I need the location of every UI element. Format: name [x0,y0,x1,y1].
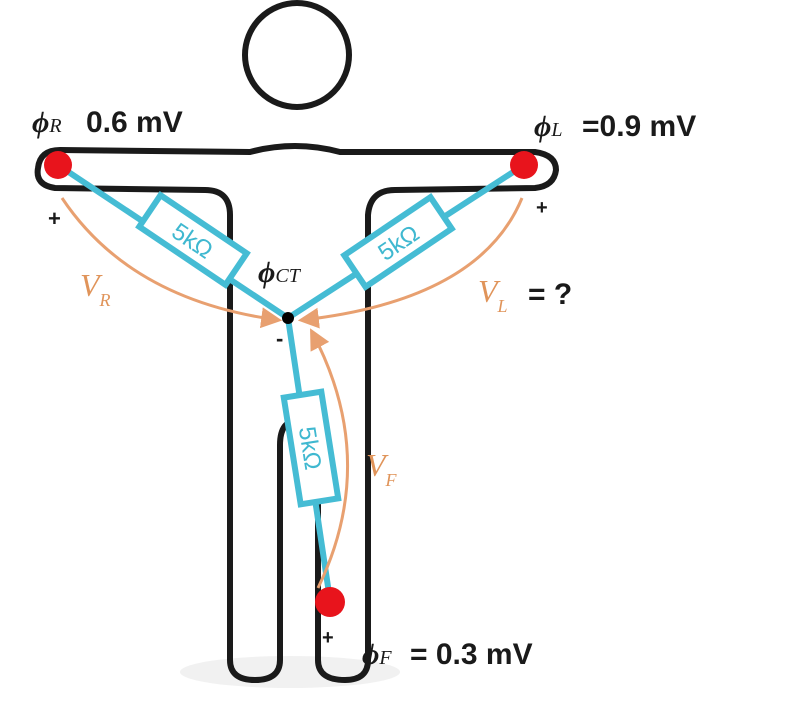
v-f-label: VF [366,447,398,490]
phi-ct-label: ϕCT [258,256,302,289]
arrow-v-l [297,197,524,329]
plus-sign-right-arm: + [48,206,61,231]
v-l-value: = ? [528,278,572,311]
resistor-left-arm: 5kΩ [340,193,456,291]
phi-l-label: ϕL [534,110,562,143]
arrow-v-f [310,328,350,589]
arrow-v-r [60,197,283,329]
minus-sign-node: - [276,326,283,351]
v-l-label: VL [478,273,508,316]
v-r-label: VR [80,267,111,310]
resistor-leg: 5kΩ [280,388,342,508]
head [242,0,352,110]
electrode-foot [315,587,345,617]
voltage-arrows [60,197,524,589]
plus-sign-foot: + [322,627,334,649]
electrode-left-arm [510,151,538,179]
phi-r-value: 0.6 mV [86,106,183,139]
central-terminal-node [282,312,294,324]
phi-f-label: ϕF [362,638,392,671]
phi-r-label: ϕR [32,106,62,139]
electrode-right-arm [44,151,72,179]
body-outline [34,143,559,683]
resistor-leg-label: 5kΩ [293,425,326,472]
phi-l-value: =0.9 mV [582,110,696,143]
plus-sign-left-arm: + [536,197,548,219]
phi-f-value: = 0.3 mV [410,638,533,671]
